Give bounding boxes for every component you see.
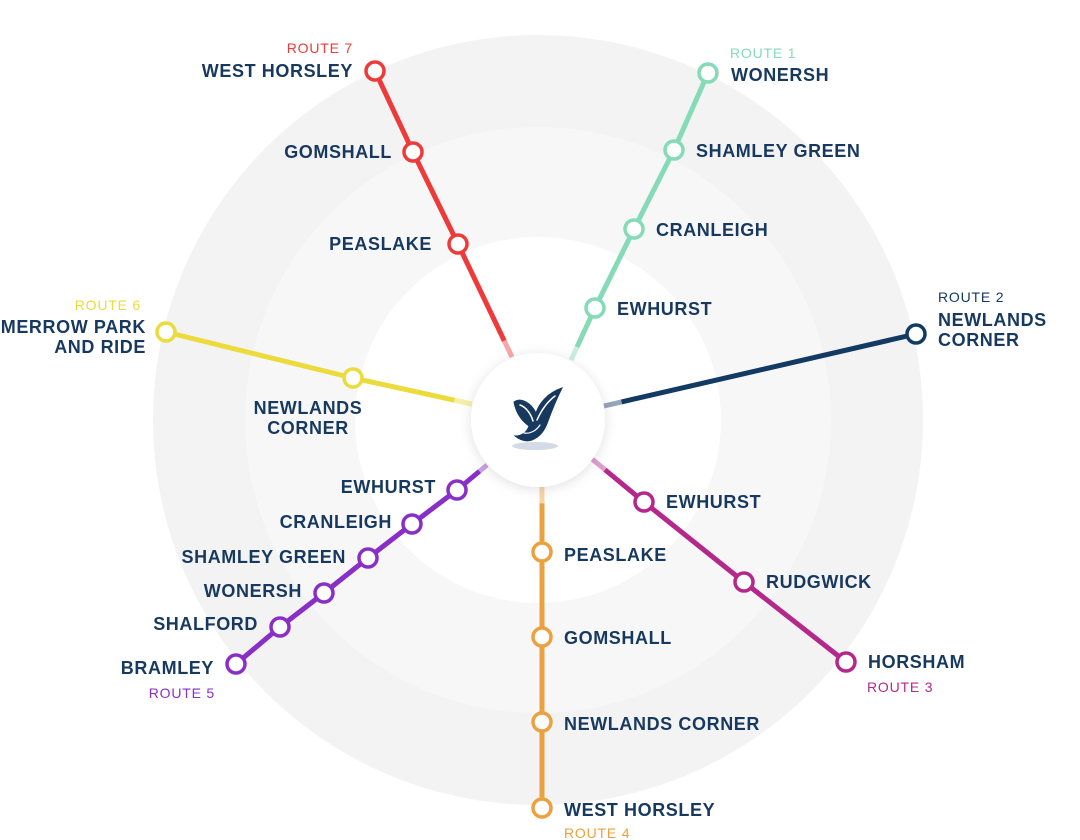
stop-label: SHAMLEY GREEN (182, 547, 347, 567)
stop-marker[interactable] (447, 233, 469, 255)
route-7-stub (501, 339, 515, 359)
route-tag: ROUTE 6 (75, 297, 141, 313)
stop-marker[interactable] (623, 218, 645, 240)
stop-marker[interactable] (697, 62, 719, 84)
route-7-line (372, 69, 507, 342)
stop-marker[interactable] (633, 491, 655, 513)
route-2-stub (603, 399, 623, 409)
stop-label: SHAMLEY GREEN (696, 141, 861, 161)
stop-marker[interactable] (531, 711, 553, 733)
stop-marker[interactable] (342, 367, 364, 389)
bird-logo-icon (512, 387, 563, 450)
route-tag: ROUTE 1 (730, 45, 796, 61)
stop-marker[interactable] (401, 513, 423, 535)
route-5[interactable]: EWHURST CRANLEIGH SHAMLEY GREEN WONERSH SHAL… (121, 463, 489, 701)
stop-marker[interactable] (313, 582, 335, 604)
route-tag: ROUTE 4 (564, 825, 630, 840)
stop-marker[interactable] (357, 547, 379, 569)
stop-label: GOMSHALL (564, 628, 672, 648)
route-3-stub (590, 457, 607, 472)
stop-label: SHALFORD (153, 614, 258, 634)
route-tag: ROUTE 2 (938, 289, 1004, 305)
route-tag: ROUTE 5 (149, 685, 215, 701)
stop-label: PEASLAKE (564, 545, 667, 565)
stop-label: WONERSH (731, 65, 829, 85)
stop-marker[interactable] (531, 541, 553, 563)
stop-label: EWHURST (617, 299, 712, 319)
hub[interactable] (471, 353, 605, 487)
stop-label: EWHURST (341, 477, 436, 497)
stop-label: BRAMLEY (121, 658, 214, 678)
stop-label: CRANLEIGH (656, 220, 768, 240)
stop-marker[interactable] (733, 571, 755, 593)
stop-label: WEST HORSLEY (202, 61, 353, 81)
route-3-line (603, 467, 848, 664)
stop-label: PEASLAKE (329, 234, 432, 254)
stop-marker[interactable] (835, 651, 857, 673)
stop-label: WEST HORSLEY (564, 800, 715, 820)
route-4[interactable]: PEASLAKE GOMSHALL NEWLANDS CORNER WEST HORS… (531, 487, 760, 840)
stop-label: GOMSHALL (284, 142, 392, 162)
stop-marker[interactable] (905, 323, 927, 345)
stop-label: NEWLANDS CORNER (564, 714, 760, 734)
route-7[interactable]: PEASLAKE GOMSHALL WEST HORSLEY ROUTE 7 (202, 40, 515, 359)
route-5-stub (477, 463, 489, 474)
stop-marker[interactable] (531, 797, 553, 819)
stop-label: WONERSH (204, 581, 302, 601)
stop-marker[interactable] (269, 616, 291, 638)
stop-label: CRANLEIGH (280, 512, 392, 532)
stop-marker[interactable] (364, 60, 386, 82)
routes-layer: EWHURST CRANLEIGH SHAMLEY GREEN WONERSH ROUT… (1, 40, 1047, 840)
stop-marker[interactable] (155, 321, 177, 343)
stop-marker[interactable] (402, 141, 424, 163)
stop-label: RUDGWICK (766, 572, 872, 592)
stop-marker[interactable] (663, 139, 685, 161)
route-1-stub (568, 345, 580, 362)
stop-label: HORSHAM (868, 652, 965, 672)
route-tag: ROUTE 3 (867, 679, 933, 695)
route-2-line (620, 331, 917, 405)
stop-marker[interactable] (225, 653, 247, 675)
route-1[interactable]: EWHURST CRANLEIGH SHAMLEY GREEN WONERSH ROUT… (568, 45, 861, 362)
stop-marker[interactable] (531, 626, 553, 648)
route-3[interactable]: EWHURST RUDGWICK HORSHAM ROUTE 3 (590, 457, 965, 695)
stop-marker[interactable] (446, 479, 468, 501)
route-tag: ROUTE 7 (287, 40, 353, 56)
route-6-stub (453, 397, 473, 407)
stop-marker[interactable] (584, 297, 606, 319)
stop-label: EWHURST (666, 492, 761, 512)
